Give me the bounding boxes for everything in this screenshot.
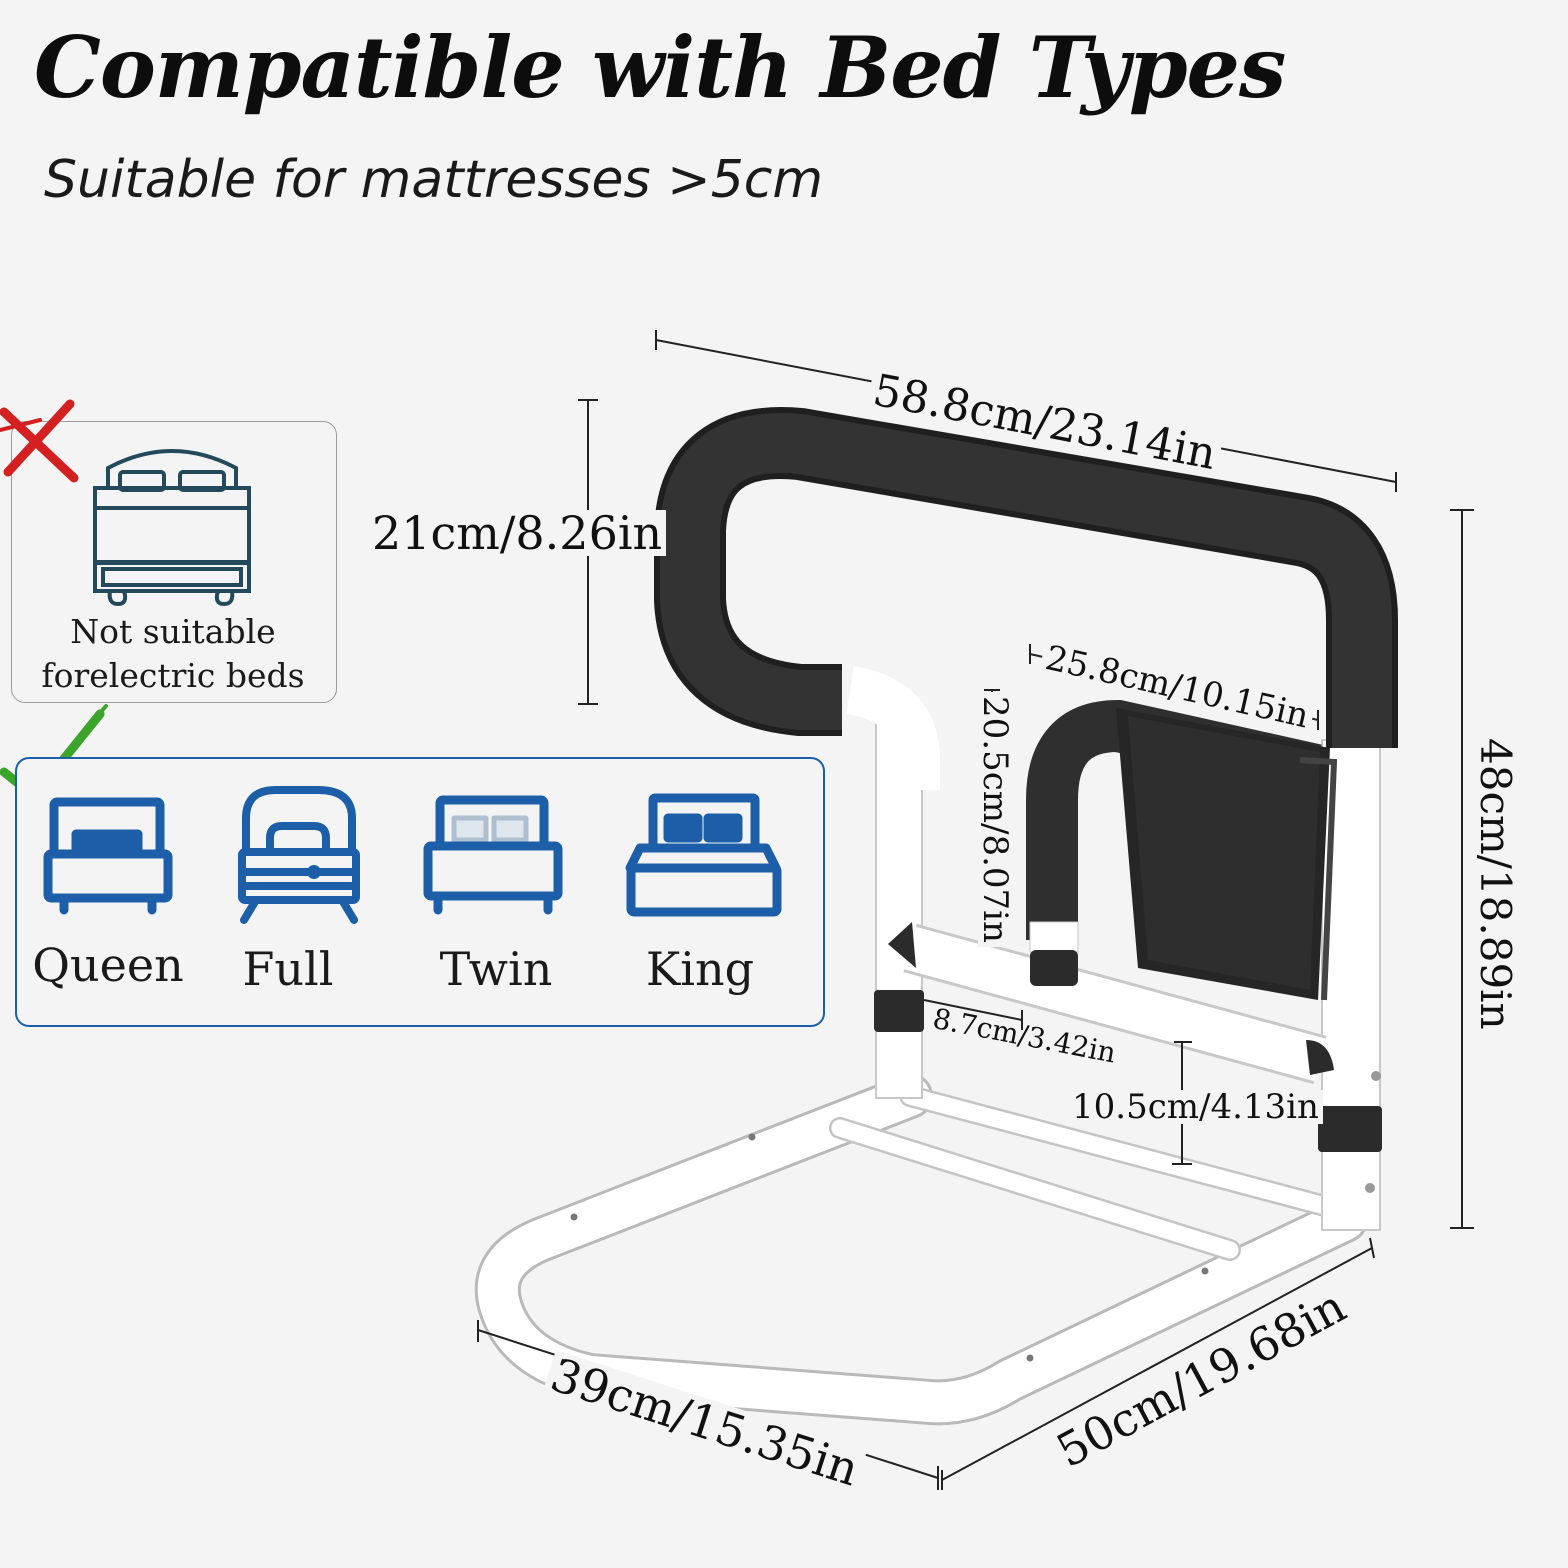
bed-label-twin: Twin	[439, 942, 553, 996]
main-foam-handle	[654, 407, 1398, 748]
dim-total-height: 48cm/18.89in	[1471, 734, 1520, 1034]
page-subtitle: Suitable for mattresses >5cm	[44, 150, 824, 210]
dim-handle-height: 21cm/8.26in	[368, 510, 667, 556]
left-post	[845, 666, 940, 1099]
dim-lower-height: 10.5cm/4.13in	[1068, 1090, 1323, 1124]
caption-line-1: Not suitable	[70, 612, 276, 651]
base-frame	[474, 1073, 1368, 1426]
dim-inner-height: 20.5cm/8.07in	[975, 692, 1015, 947]
bed-label-queen: Queen	[32, 938, 184, 992]
storage-pouch	[1116, 708, 1338, 1001]
not-suitable-caption: Not suitable forelectric beds	[11, 610, 335, 698]
full-bed-icon	[238, 786, 360, 924]
queen-bed-icon	[43, 797, 173, 915]
bed-label-full: Full	[242, 942, 334, 996]
crossbar	[888, 922, 1334, 1085]
bed-label-king: King	[645, 942, 755, 996]
base-bolt-holes	[570, 1133, 1209, 1362]
electric-bed-icon	[93, 449, 251, 607]
inner-handle	[1026, 699, 1322, 986]
caption-line-2: forelectric beds	[41, 656, 305, 695]
reject-x-icon	[0, 399, 79, 483]
king-bed-icon	[625, 793, 782, 917]
twin-bed-icon	[423, 795, 563, 915]
page-title: Compatible with Bed Types	[34, 18, 1286, 117]
